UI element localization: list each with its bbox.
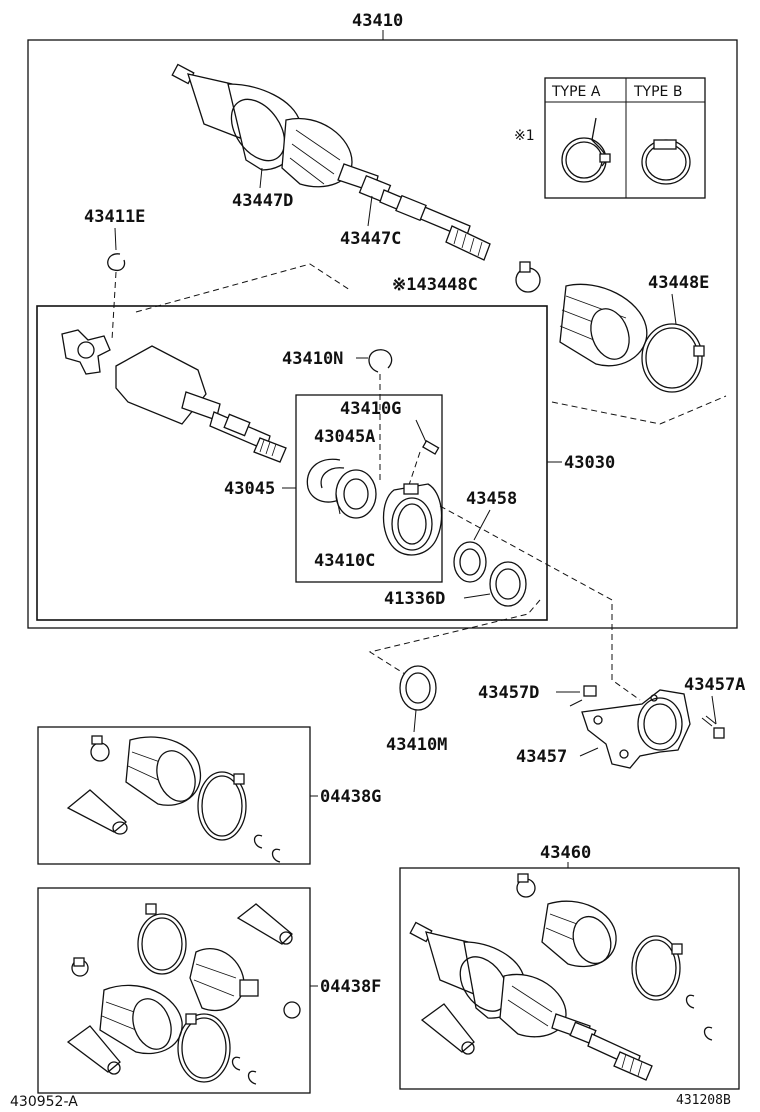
label-43447D[interactable]: 43447D [232,191,293,211]
drive-shaft-43460-icon [409,873,713,1081]
label-43410G[interactable]: 43410G [340,399,401,419]
label-43457A[interactable]: 43457A [684,675,745,695]
label-43448C[interactable]: ※143448C [392,275,478,295]
clamp-type-a-icon [561,117,611,183]
label-43410M[interactable]: 43410M [386,735,447,755]
note-mark-1: ※1 [514,128,535,144]
outer-race-43410C-icon [382,483,443,556]
label-43458[interactable]: 43458 [466,489,517,509]
inner-joint-shaft-icon [61,329,287,463]
label-41336D[interactable]: 41336D [384,589,445,609]
label-43410C[interactable]: 43410C [314,551,375,571]
label-43460[interactable]: 43460 [540,843,591,863]
drive-shaft-outer-assembly-icon [171,63,491,261]
label-43411E[interactable]: 43411E [84,207,145,227]
assembly-43030-frame [36,305,548,621]
label-43410N[interactable]: 43410N [282,349,343,369]
label-04438F[interactable]: 04438F [320,977,381,997]
boot-43448E-icon [559,283,705,393]
clamp-type-inset: TYPE A TYPE B ※1 [514,77,706,199]
label-43045[interactable]: 43045 [224,479,275,499]
seal-43458-icon [453,541,487,583]
label-type-b: TYPE B [633,84,682,100]
label-43410[interactable]: 43410 [352,11,403,31]
seal-43410M-icon [399,665,437,711]
bolt-43457D-icon [569,685,597,707]
footer-left-code: 430952-A [10,1094,78,1110]
label-43447C[interactable]: 43447C [340,229,401,249]
label-43457D[interactable]: 43457D [478,683,539,703]
label-43045A[interactable]: 43045A [314,427,375,447]
bracket-43457-icon [581,689,691,769]
label-43457[interactable]: 43457 [516,747,567,767]
clamp-type-b-icon [641,139,691,185]
snap-ring-43411E-icon [107,253,126,272]
kit-04438F-frame [37,887,311,1094]
label-43030[interactable]: 43030 [564,453,615,473]
assembly-43460-frame [399,867,740,1090]
kit-04438F-parts-icon [66,903,301,1085]
kit-04438G-parts-icon [66,735,281,863]
bolt-43457A-icon [701,715,725,739]
bearing-43045A-icon [306,458,377,519]
snap-ring-43410N-icon [368,349,393,373]
label-04438G[interactable]: 04438G [320,787,381,807]
footer-right-code: 431208B [676,1093,731,1108]
label-type-a: TYPE A [551,84,601,100]
bearing-41336D-icon [489,561,527,607]
pin-43410G-icon [422,440,440,455]
label-43448E[interactable]: 43448E [648,273,709,293]
clamp-43448C-icon [515,261,541,293]
